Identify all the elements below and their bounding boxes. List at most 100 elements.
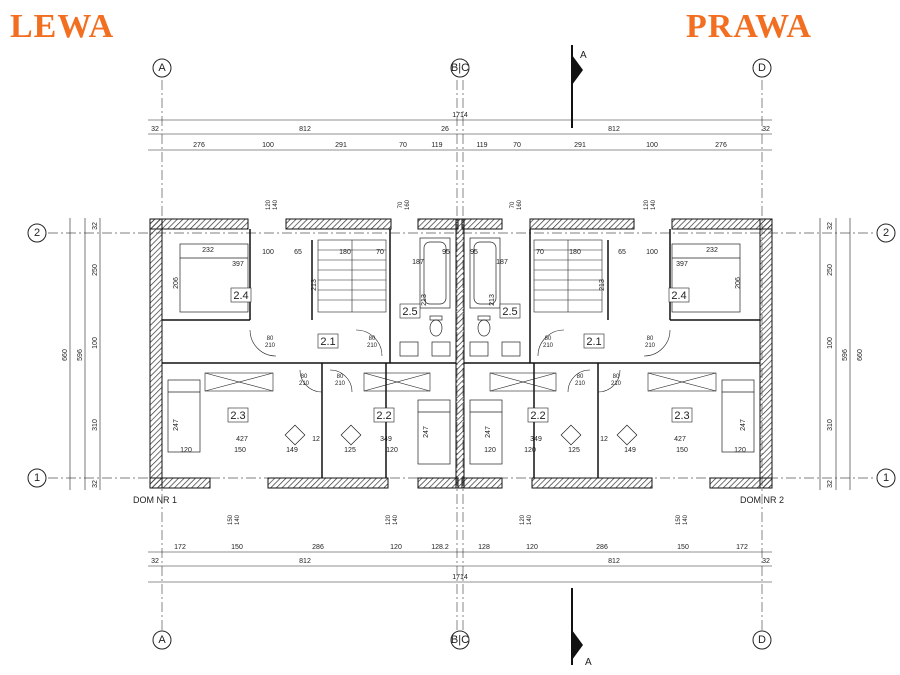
- drawing-text: B|C: [451, 62, 469, 74]
- room-label-2-5-right: 2.5: [502, 306, 517, 318]
- bed-room-2-4-left: [179, 243, 249, 313]
- dim-right: 310: [827, 419, 834, 431]
- drawing-text: 140: [527, 514, 533, 525]
- drawing-rect: [560, 424, 582, 446]
- drawing-text: A: [585, 657, 592, 668]
- drawing-text: 80: [369, 336, 376, 342]
- drawing-rect: [227, 407, 249, 423]
- axis-bubble-1-left: 1: [27, 468, 47, 488]
- drawing-rect: [501, 341, 521, 357]
- dim-top-detail: 100: [262, 142, 274, 149]
- dim-bottom-detail: 128: [478, 544, 490, 551]
- drawing-path: [537, 329, 565, 357]
- wardrobes: [204, 372, 717, 392]
- drawing-text: 120: [644, 199, 650, 210]
- room-label-2-5-left: 2.5: [402, 306, 417, 318]
- drawing-text: 12: [600, 436, 608, 443]
- axis-bubble-bc-bottom: B|C: [450, 630, 470, 650]
- drawing-rect: [317, 333, 339, 349]
- staircase-left: [317, 239, 387, 313]
- drawing-text: 95: [442, 249, 450, 256]
- drawing-rect: [469, 237, 501, 309]
- drawing-text: 140: [393, 514, 399, 525]
- dim-right: 250: [827, 264, 834, 276]
- drawing-text: A: [158, 634, 166, 646]
- drawing-text: 150: [676, 447, 688, 454]
- drawing-text: 213: [489, 294, 496, 306]
- drawing-path: [299, 369, 323, 393]
- drawing-text: 100: [262, 249, 274, 256]
- drawing-text: 206: [735, 277, 742, 289]
- title-prawa: PRAWA: [686, 8, 812, 45]
- dim-bottom-half: 812: [608, 558, 620, 565]
- drawing-rect: [399, 303, 421, 319]
- dim-bottom-detail: 120: [390, 544, 402, 551]
- drawing-rect: [531, 477, 653, 489]
- axis-bubble-bc-top: B|C: [450, 58, 470, 78]
- drawing-rect: [461, 477, 503, 489]
- dim-top-detail: 100: [646, 142, 658, 149]
- drawing-rect: [429, 315, 443, 321]
- dim-bottom-detail: 172: [174, 544, 186, 551]
- drawing-text: 213: [311, 279, 318, 291]
- bathtub-left: [419, 237, 451, 309]
- drawing-text: 213: [421, 294, 428, 306]
- drawing-rect: [363, 372, 431, 392]
- drawing-ellipse: [477, 319, 491, 337]
- dim-top-half: 32: [151, 126, 159, 133]
- drawing-text: 140: [683, 514, 689, 525]
- dim-left: 100: [92, 337, 99, 349]
- window-labels: 120 140 70 160 70 160 120 140 150 140 12…: [228, 199, 689, 525]
- drawing-text: 140: [235, 514, 241, 525]
- drawing-rect: [721, 379, 755, 453]
- axis-bubble-2-left: 2: [27, 223, 47, 243]
- drawing-text: 247: [173, 419, 180, 431]
- drawing-text: B|C: [451, 634, 469, 646]
- dim-bottom-half: 32: [151, 558, 159, 565]
- dim-top-detail: 291: [574, 142, 586, 149]
- drawing-text: 140: [651, 199, 657, 210]
- drawing-text: 140: [273, 199, 279, 210]
- drawing-rect: [455, 218, 465, 489]
- drawing-circle: [876, 468, 896, 488]
- drawing-text: 210: [265, 343, 276, 349]
- drawing-text: 180: [339, 249, 351, 256]
- dim-top-half: 812: [299, 126, 311, 133]
- drawing-rect: [477, 315, 491, 321]
- drawing-text: 70: [510, 201, 516, 208]
- drawing-text: 80: [301, 374, 308, 380]
- drawing-text: 120: [734, 447, 746, 454]
- dim-right: 32: [827, 222, 834, 230]
- drawing-rect: [499, 303, 521, 319]
- drawing-circle: [876, 223, 896, 243]
- dimensions-left: 660 596 32 250 100 310 32: [62, 218, 101, 490]
- dim-top-detail: 70: [399, 142, 407, 149]
- drawing-text: 120: [386, 514, 392, 525]
- drawing-rect: [671, 243, 741, 313]
- drawing-text: 80: [647, 336, 654, 342]
- drawing-line: [204, 372, 274, 392]
- drawing-text: 65: [294, 249, 302, 256]
- dim-right-total: 660: [857, 349, 864, 361]
- dim-right: 32: [827, 480, 834, 488]
- drawing-text: 149: [624, 447, 636, 454]
- drawing-text: 80: [337, 374, 344, 380]
- interior-dimensions: 232 397 100 65 180 70 187 95 95 187 70 1…: [173, 247, 747, 454]
- sink-left: [399, 341, 451, 357]
- bed-room-2-2-left: [417, 399, 451, 465]
- drawing-text: 125: [344, 447, 356, 454]
- drawing-text: 70: [536, 249, 544, 256]
- drawing-text: 120: [524, 447, 536, 454]
- house-label-left: DOM NR 1: [133, 495, 177, 505]
- drawing-path: [567, 369, 591, 393]
- drawing-rect: [671, 407, 693, 423]
- axis-bubble-1-right: 1: [876, 468, 896, 488]
- bed-room-2-3-right: [721, 379, 755, 453]
- drawing-text: 160: [517, 199, 523, 210]
- drawing-rect: [423, 241, 447, 305]
- drawing-text: 150: [234, 447, 246, 454]
- drawing-text: 70: [398, 201, 404, 208]
- dim-bottom-detail: 286: [596, 544, 608, 551]
- drawing-rect: [417, 218, 459, 230]
- drawing-polygon: [572, 630, 583, 660]
